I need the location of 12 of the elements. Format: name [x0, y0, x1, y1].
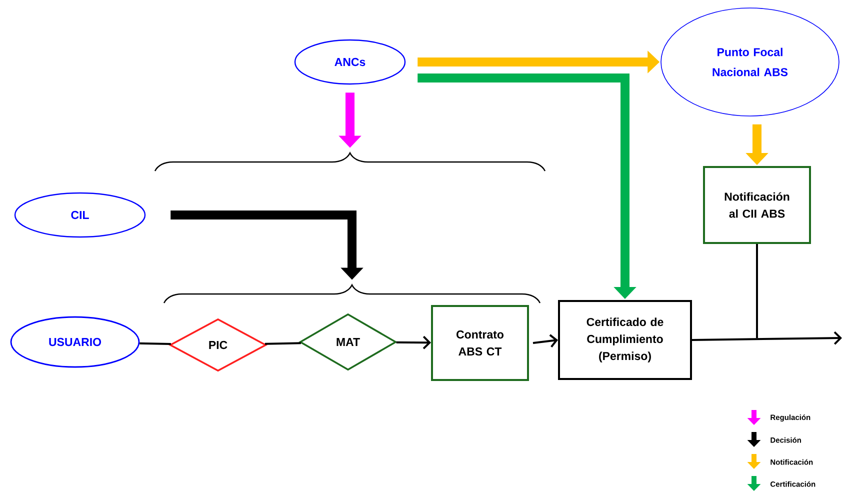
- arrow: [692, 331, 842, 345]
- oval: USUARIO: [10, 316, 140, 368]
- process-box: Notificación al CII ABS: [703, 166, 811, 244]
- oval: CIL: [14, 192, 146, 238]
- brace: [163, 284, 541, 304]
- oval: Punto Focal Nacional ABS: [660, 8, 840, 116]
- arrow: [532, 334, 558, 348]
- brace: [154, 152, 546, 172]
- arrow: [396, 336, 431, 350]
- oval: ANCs: [294, 39, 406, 85]
- process-box: Contrato ABS CT: [431, 305, 529, 381]
- process-box: Certificado de Cumplimiento (Permiso): [558, 300, 692, 380]
